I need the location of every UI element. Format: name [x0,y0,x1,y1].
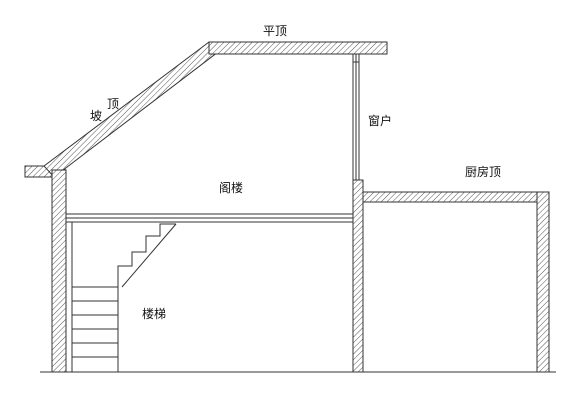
window-label: 窗户 [368,113,392,128]
attic-floor-slab [66,213,353,223]
flat-roof-slab [208,41,388,55]
attic-label: 阁楼 [219,180,243,195]
middle-wall [352,179,364,373]
window-frame [352,53,360,182]
flat-roof-label: 平顶 [263,24,287,38]
stairs-label: 楼梯 [142,306,166,321]
stair-structure [71,222,177,372]
kitchen-roof-slab [362,191,550,203]
slope-roof-label-1: 坡 [90,109,102,123]
left-wall [51,169,67,373]
slope-roof-label-2: 顶 [107,97,119,111]
slope-roof [43,41,219,178]
kitchen-roof-label: 厨房顶 [465,164,501,179]
kitchen-right-wall [536,191,550,373]
